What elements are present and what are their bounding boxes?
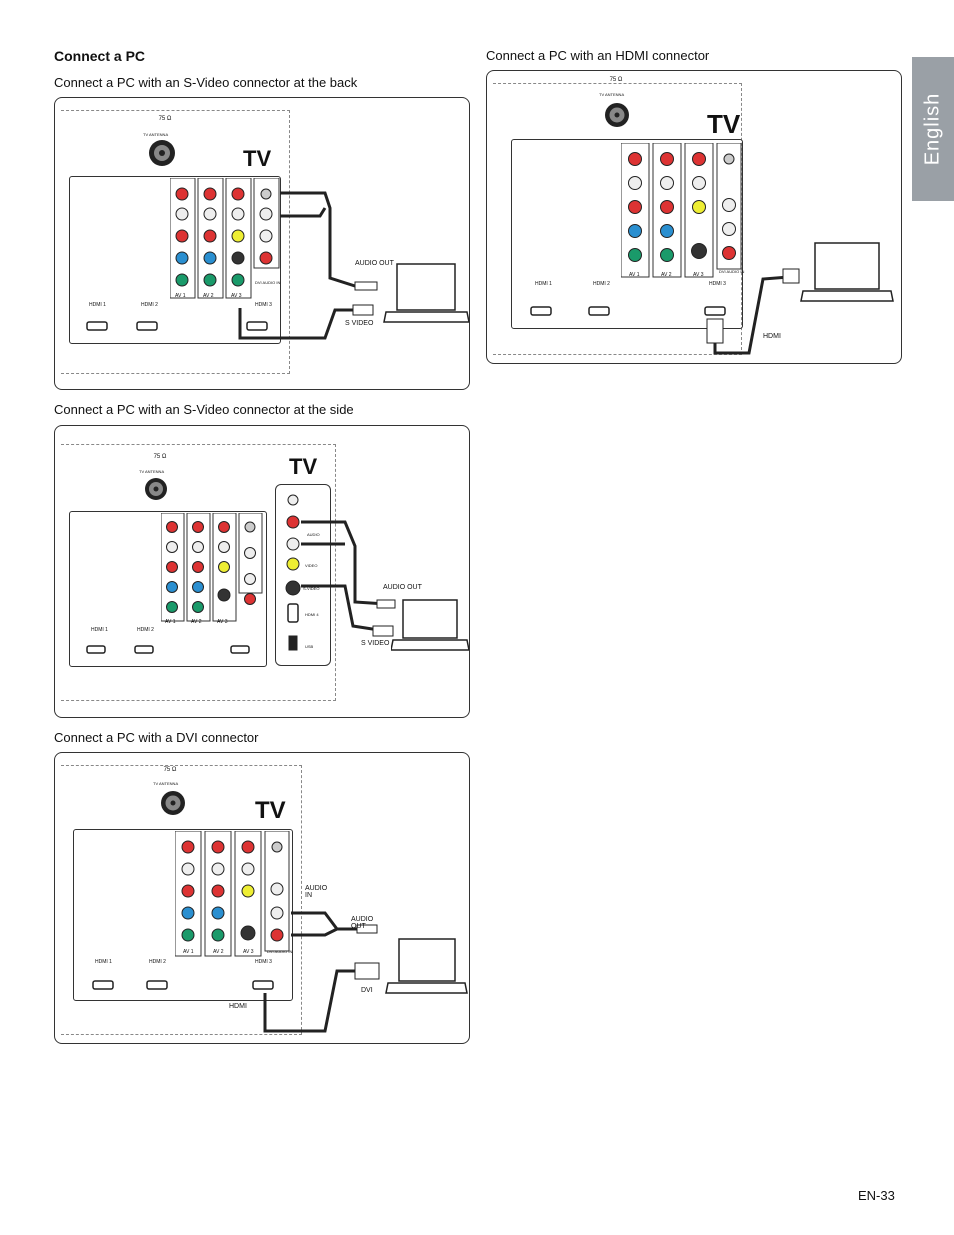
dvi-audio-in-label: DVI AUDIO IN <box>267 949 293 954</box>
tv-back-panel <box>69 511 267 667</box>
av1-label: AV 1 <box>629 272 640 278</box>
antenna-jack-icon <box>145 478 167 500</box>
av3-label: AV 3 <box>217 619 228 625</box>
av2-label: AV 2 <box>661 272 672 278</box>
hdmi1-label: HDMI 1 <box>91 627 108 633</box>
dvi-label: DVI <box>361 987 373 994</box>
antenna-jack-icon <box>605 103 629 127</box>
antenna-jack-icon <box>161 791 185 815</box>
av-jacks-block <box>161 513 263 622</box>
av2-label: AV 2 <box>203 293 214 299</box>
dvi-audio-in-label: DVI AUDIO IN <box>255 280 281 285</box>
antenna-label: TV ANTENNA <box>599 92 625 97</box>
audio-out-label: AUDIO OUT <box>383 584 422 591</box>
laptop-icon <box>391 599 469 651</box>
audio-out-label: AUDIO OUT <box>351 916 374 930</box>
hdmi3-label: HDMI 3 <box>709 281 726 287</box>
av1-label: AV 1 <box>165 619 176 625</box>
tv-side-panel <box>275 484 331 666</box>
side-audio-label: AUDIO <box>307 532 320 537</box>
av3-label: AV 3 <box>243 949 254 955</box>
diagram-svideo-side: 75 Ω TV ANTENNA TV AV 1 AV 2 AV 3 HDMI 1… <box>54 425 470 718</box>
heading-dvi: Connect a PC with a DVI connector <box>54 730 259 745</box>
tv-logo: TV <box>707 109 741 139</box>
dvi-audio-in-label: DVI AUDIO IN <box>719 269 745 274</box>
heading-svideo-back: Connect a PC with an S-Video connector a… <box>54 75 358 90</box>
diagram-hdmi: 75 Ω TV ANTENNA TV AV 1 AV 2 AV 3 DVI AU… <box>486 70 902 364</box>
tv-logo: TV <box>255 797 286 824</box>
av2-label: AV 2 <box>213 949 224 955</box>
language-tab-label: English <box>921 92 944 166</box>
diagram-dvi: 75 Ω TV ANTENNA TV AV 1 AV 2 AV 3 DVI AU… <box>54 752 470 1044</box>
side-hdmi4-label: HDMI 4 <box>305 612 319 617</box>
hdmi-ports <box>92 980 274 990</box>
hdmi-label: HDMI <box>763 333 781 340</box>
tv-back-panel <box>73 829 293 1001</box>
hdmi-label: HDMI <box>229 1003 247 1010</box>
av-jacks-block <box>170 178 280 299</box>
laptop-icon <box>385 938 468 994</box>
hdmi3-label: HDMI 3 <box>255 302 272 308</box>
hdmi1-label: HDMI 1 <box>535 281 552 287</box>
tv-logo: TV <box>243 146 272 171</box>
antenna-label: TV ANTENNA <box>139 469 165 474</box>
hdmi1-label: HDMI 1 <box>95 959 112 965</box>
audio-out-label: AUDIO OUT <box>355 260 394 267</box>
av1-label: AV 1 <box>175 293 186 299</box>
side-video-label: VIDEO <box>305 563 318 568</box>
tv-back-panel <box>511 139 743 329</box>
hdmi1-label: HDMI 1 <box>89 302 106 308</box>
tv-logo: TV <box>289 454 318 479</box>
av-jacks-block <box>621 143 742 278</box>
av3-label: AV 3 <box>231 293 242 299</box>
audio-svideo-cables <box>238 191 378 340</box>
heading-hdmi: Connect a PC with an HDMI connector <box>486 48 710 63</box>
hdmi-ports <box>530 306 726 316</box>
hdmi2-label: HDMI 2 <box>149 959 166 965</box>
hdmi-ports <box>86 321 268 331</box>
hdmi-ports <box>86 645 250 654</box>
hdmi3-label: HDMI 3 <box>255 959 272 965</box>
s-video-label: S VIDEO <box>361 640 390 647</box>
heading-svideo-side: Connect a PC with an S-Video connector a… <box>54 402 354 417</box>
laptop-icon <box>800 242 894 302</box>
antenna-ohm: 75 Ω <box>163 767 177 773</box>
side-usb-label: USB <box>305 644 314 649</box>
language-tab: English <box>912 57 954 201</box>
hdmi2-label: HDMI 2 <box>141 302 158 308</box>
av-jacks-block <box>175 831 290 957</box>
antenna-ohm: 75 Ω <box>153 454 167 460</box>
tv-back-panel <box>69 176 281 344</box>
antenna-ohm: 75 Ω <box>609 77 623 83</box>
side-svideo-label: S-VIDEO <box>303 586 320 591</box>
antenna-label: TV ANTENNA <box>143 132 169 137</box>
antenna-ohm: 75 Ω <box>158 116 172 122</box>
av1-label: AV 1 <box>183 949 194 955</box>
main-heading: Connect a PC <box>54 48 146 64</box>
antenna-jack-icon <box>149 140 175 166</box>
av3-label: AV 3 <box>693 272 704 278</box>
side-jacks <box>285 494 301 651</box>
audio-dvi-cables <box>263 911 380 1033</box>
antenna-label: TV ANTENNA <box>153 781 179 786</box>
hdmi2-label: HDMI 2 <box>593 281 610 287</box>
page-number: EN-33 <box>858 1188 895 1203</box>
audio-svideo-cables <box>301 520 396 637</box>
diagram-svideo-back: 75 Ω TV ANTENNA TV AV 1 AV 2 AV 3 DVI AU… <box>54 97 470 390</box>
hdmi-cable <box>706 268 800 355</box>
audio-in-label: AUDIO IN <box>305 885 328 899</box>
s-video-label: S VIDEO <box>345 320 374 327</box>
hdmi2-label: HDMI 2 <box>137 627 154 633</box>
av2-label: AV 2 <box>191 619 202 625</box>
laptop-icon <box>383 263 469 323</box>
